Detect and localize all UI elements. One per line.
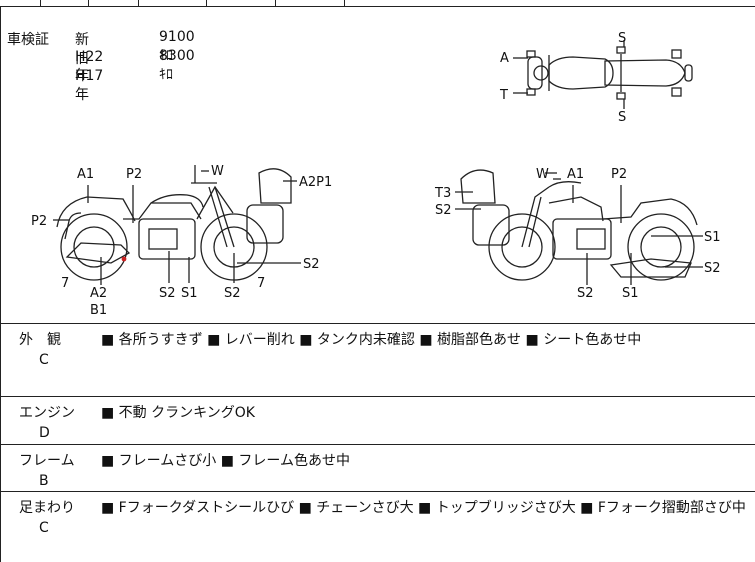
registration-label: 車検証 bbox=[7, 32, 49, 48]
registration-old-era: 旧H17年 bbox=[75, 51, 104, 103]
cell-divider bbox=[138, 0, 139, 6]
registration-new-km: 9100ｷﾛ bbox=[159, 29, 195, 64]
eval-notes: ■ Fフォークダストシールひび ■ チェーンさび大 ■ トップブリッジさび大 ■… bbox=[101, 500, 746, 516]
left-view-label-p2-left: P2 bbox=[31, 214, 47, 229]
eval-notes: ■ フレームさび小 ■ フレーム色あせ中 bbox=[101, 453, 350, 469]
right-view-label-a1: A1 bbox=[567, 167, 584, 182]
eval-row-exterior: 外 観 C ■ 各所うすきず ■ レバー削れ ■ タンク内未確認 ■ 樹脂部色あ… bbox=[0, 323, 755, 396]
cell-divider bbox=[88, 0, 89, 6]
eval-row-suspension: 足まわり C ■ Fフォークダストシールひび ■ チェーンさび大 ■ トップブリ… bbox=[0, 491, 755, 562]
top-view-label-a: A bbox=[500, 51, 509, 66]
right-view-label-s2-right: S2 bbox=[704, 261, 721, 276]
left-view-label-7-left: 7 bbox=[61, 276, 69, 291]
damage-mark bbox=[121, 256, 127, 262]
right-view-label-s1-bottom: S1 bbox=[622, 286, 639, 301]
left-view-label-b1: B1 bbox=[90, 303, 107, 318]
motorcycle-left-side-view: A1 P2 W A2P1 P2 S2 7 7 A2 B1 S2 S1 S2 bbox=[31, 164, 332, 318]
motorcycle-diagrams: A T S S bbox=[31, 31, 721, 318]
left-view-label-s2-right: S2 bbox=[303, 257, 320, 272]
right-view-label-p2: P2 bbox=[611, 167, 627, 182]
left-view-label-s2-bottom: S2 bbox=[159, 286, 176, 301]
top-view-label-t: T bbox=[499, 88, 508, 103]
cell-divider bbox=[275, 0, 276, 6]
motorcycle-right-side-view: W A1 P2 T3 S2 S1 S2 S2 S1 bbox=[434, 167, 721, 301]
eval-row-frame: フレーム B ■ フレームさび小 ■ フレーム色あせ中 bbox=[0, 444, 755, 491]
left-view-label-a2: A2 bbox=[90, 286, 107, 301]
previous-table-strip bbox=[0, 0, 755, 7]
left-view-label-s2-center: S2 bbox=[224, 286, 241, 301]
top-view-label-s-top: S bbox=[618, 31, 626, 46]
damage-diagram-area: 車検証 新H22年 9100ｷﾛ 旧H17年 8300ｷﾛ bbox=[0, 7, 755, 323]
eval-grade: C bbox=[39, 520, 49, 536]
eval-row-engine: エンジン D ■ 不動 クランキングOK bbox=[0, 396, 755, 444]
top-view-label-s-bottom: S bbox=[618, 110, 626, 125]
right-view-label-s1-right: S1 bbox=[704, 230, 721, 245]
eval-category: フレーム bbox=[19, 453, 75, 469]
left-view-label-7-right: 7 bbox=[257, 276, 265, 291]
eval-notes: ■ 各所うすきず ■ レバー削れ ■ タンク内未確認 ■ 樹脂部色あせ ■ シー… bbox=[101, 332, 642, 348]
right-view-label-w: W bbox=[536, 167, 549, 182]
eval-category: 外 観 bbox=[19, 332, 61, 348]
eval-category: エンジン bbox=[19, 405, 75, 421]
eval-grade: D bbox=[39, 425, 50, 441]
cell-divider bbox=[40, 0, 41, 6]
right-view-label-s2-left: S2 bbox=[435, 203, 452, 218]
cell-divider bbox=[344, 0, 345, 6]
eval-grade: C bbox=[39, 352, 49, 368]
left-view-label-a2p1: A2P1 bbox=[299, 175, 332, 190]
registration-new-era: 新H22年 bbox=[75, 32, 104, 84]
eval-notes: ■ 不動 クランキングOK bbox=[101, 405, 255, 421]
left-view-label-s1-bottom: S1 bbox=[181, 286, 198, 301]
right-view-label-t3: T3 bbox=[434, 186, 451, 201]
cell-divider bbox=[206, 0, 207, 6]
left-view-label-a1: A1 bbox=[77, 167, 94, 182]
motorcycle-top-view: A T S S bbox=[499, 31, 693, 125]
registration-old-km: 8300ｷﾛ bbox=[159, 48, 195, 83]
left-view-label-p2-top: P2 bbox=[126, 167, 142, 182]
left-view-label-w: W bbox=[211, 164, 224, 179]
eval-category: 足まわり bbox=[19, 500, 75, 516]
right-view-label-s2-bottom: S2 bbox=[577, 286, 594, 301]
eval-grade: B bbox=[39, 473, 49, 489]
